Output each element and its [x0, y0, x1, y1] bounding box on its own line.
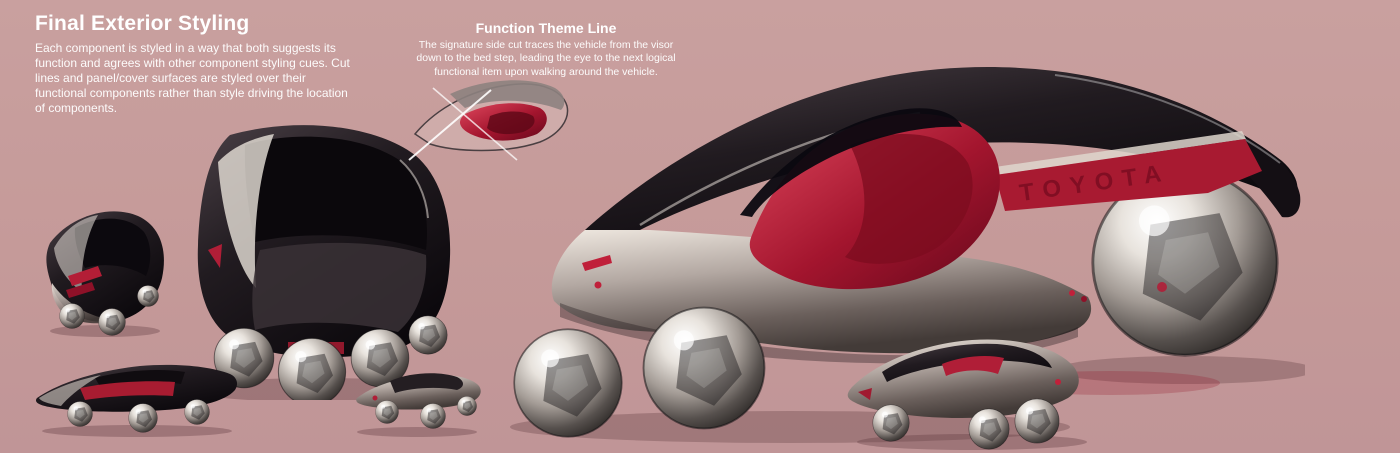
- front-view-illustration: [46, 211, 164, 337]
- front-quarter-small-illustration: [847, 339, 1087, 450]
- sketch-front-quarter-small: [822, 312, 1100, 452]
- main-vehicle-illustration: TOYOTA: [510, 66, 1305, 443]
- front-accents: [582, 255, 1087, 302]
- rear-quarter-illustration: [190, 125, 451, 400]
- header-body-text: Each component is styled in a way that b…: [35, 41, 350, 115]
- sketch-cockpit-detail: [395, 62, 580, 172]
- vehicle-body: [197, 125, 451, 358]
- red-interior: [459, 103, 547, 141]
- sketch-front-view: [20, 188, 180, 338]
- brand-panel: TOYOTA: [995, 131, 1262, 211]
- sketch-main-vehicle: TOYOTA: [490, 25, 1305, 450]
- callout-block: Function Theme Line The signature side c…: [408, 20, 684, 79]
- callout-title: Function Theme Line: [475, 20, 617, 36]
- sketch-side-small: [345, 348, 490, 440]
- side-profile-illustration: [35, 364, 238, 437]
- theme-line-marks: [408, 87, 518, 161]
- side-small-illustration: [356, 373, 481, 437]
- vehicle-body: [35, 364, 238, 412]
- vehicle-body: [847, 339, 1079, 418]
- header-block: Final Exterior Styling Each component is…: [35, 12, 350, 115]
- rear-wheel: [1091, 169, 1279, 357]
- sketch-side-profile: [25, 340, 253, 440]
- red-canopy: [740, 108, 1000, 290]
- cockpit-detail-illustration: [408, 80, 569, 161]
- sketch-rear-quarter: [160, 100, 480, 400]
- callout-body-text: The signature side cut traces the vehicl…: [416, 39, 676, 78]
- page-title: Final Exterior Styling: [35, 12, 250, 35]
